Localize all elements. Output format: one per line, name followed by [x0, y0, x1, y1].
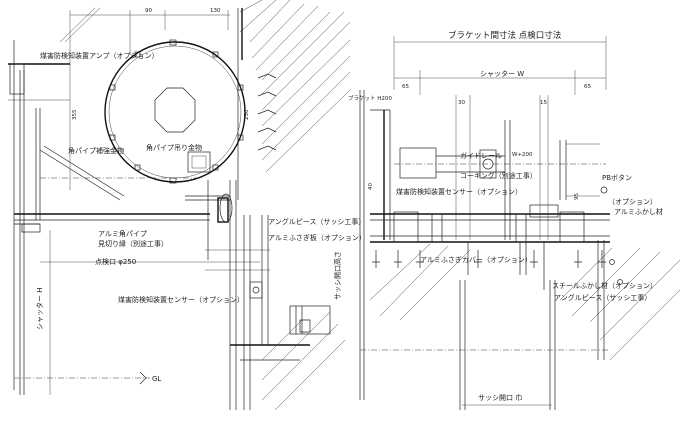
- dim-right-4: 15: [540, 100, 547, 106]
- right-plan-view: [359, 36, 680, 410]
- label-pipe-hanger: 角パイプ吊り金物: [146, 143, 202, 152]
- label-push-button: PBボタン: [602, 173, 632, 182]
- label-option: （オプション）: [608, 198, 657, 206]
- label-alu-pipe: アルミ角パイプ: [98, 229, 147, 238]
- dim-right-1: 65: [402, 84, 409, 90]
- label-amp: 煤害防検知装置アンプ（オプション）: [40, 51, 159, 60]
- dim-right-6: W+200: [512, 152, 533, 158]
- dim-right-3: 30: [458, 100, 465, 106]
- dim-right-2: 65: [584, 84, 591, 90]
- label-guide-rail: ガイドレール: [460, 151, 502, 160]
- label-sash-opening-w: サッシ開口 巾: [478, 393, 522, 402]
- label-angle-piece-right: アングルピース（サッシ工事）: [554, 293, 651, 302]
- label-opening-dim: 点検口 φ250: [95, 257, 136, 266]
- label-sensor-right: 煤害防検知装置センサー（オプション）: [396, 187, 522, 196]
- left-view-labels: 煤害防検知装置アンプ（オプション） 角パイプ補強金物 角パイプ吊り金物 アングル…: [35, 8, 366, 383]
- dim-left-4: 250: [244, 109, 250, 120]
- label-alu-cover-left: アルミふさぎ板（オプション）: [268, 233, 366, 242]
- label-alu-cover-post: アルミふかし材: [614, 207, 663, 216]
- label-bracket-h: ブラケット H200: [348, 94, 392, 102]
- left-section-view: [8, 0, 351, 411]
- dim-right-5: 40: [368, 183, 374, 190]
- label-steel-post: スチールふかし材（オプション）: [552, 281, 657, 290]
- label-kenkiri: 見切り縁（別途工事）: [98, 239, 168, 248]
- dim-left-2: 130: [210, 8, 221, 14]
- label-gl: GL: [152, 375, 161, 383]
- label-shutter-h: シャッター H: [35, 288, 44, 331]
- label-caulking: コーキング（別途工事）: [460, 171, 537, 180]
- label-alu-cover-bar: アルミふさぎカバー（オプション）: [420, 255, 532, 264]
- dim-left-1: 90: [145, 8, 152, 14]
- label-sash-opening-h: サッシ開口高さ: [333, 251, 342, 300]
- dim-right-7: 95: [574, 193, 580, 200]
- label-sensor-left: 煤害防検知装置センサー（オプション）: [118, 295, 244, 304]
- label-shutter-w: シャッター W: [480, 69, 524, 78]
- label-pipe-bracket: 角パイプ補強金物: [68, 146, 124, 155]
- dim-left-3: 355: [72, 109, 78, 120]
- right-view-labels: ブラケット間寸法 点検口寸法 シャッター W ブラケット H200 ガイドレール…: [348, 30, 663, 402]
- label-bracket-dims: ブラケット間寸法 点検口寸法: [448, 30, 561, 41]
- label-angle-piece-left: アングルピース（サッシ工事）: [268, 217, 365, 226]
